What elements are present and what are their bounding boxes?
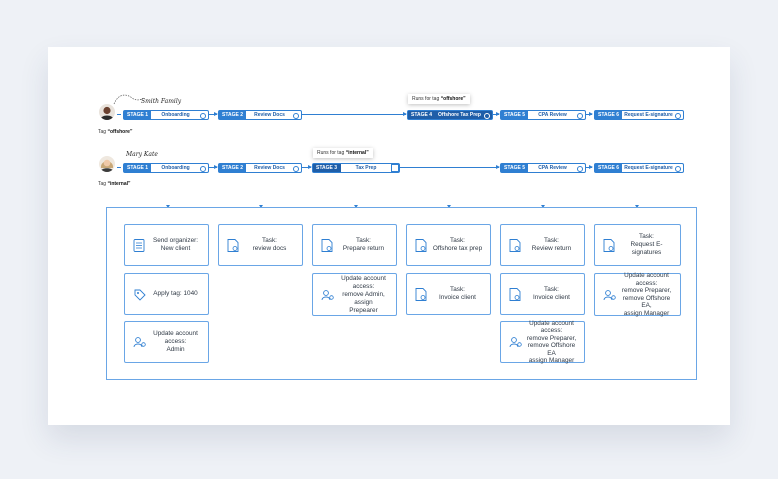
task-card-apply-tag[interactable]: Apply tag: 1040: [124, 273, 209, 315]
task-card-review-return[interactable]: Task: Review return: [500, 224, 585, 266]
stage-settings-icon[interactable]: [675, 113, 681, 119]
document-task-icon: [319, 239, 335, 252]
row2-stage-tax-prep[interactable]: STAGE 3 Tax Prep: [312, 163, 400, 173]
row1-stage-onboarding[interactable]: STAGE 1 Onboarding: [123, 110, 209, 120]
row1-stage-request-e-signature[interactable]: STAGE 6 Request E-signature: [594, 110, 684, 120]
user-access-icon: [319, 289, 335, 301]
tag-label-internal: Tag “internal”: [98, 181, 131, 187]
task-card-review-docs[interactable]: Task: review docs: [218, 224, 303, 266]
avatar-mary-kate: [99, 156, 115, 172]
diagram-card: Smith Family Tag “offshore” STAGE 1 Onbo…: [48, 47, 730, 425]
task-card-invoice-client-2[interactable]: Task: Invoice client: [500, 273, 585, 315]
task-card-invoice-client-1[interactable]: Task: Invoice client: [406, 273, 491, 315]
document-task-icon: [413, 288, 429, 301]
row2-stage-cpa-review[interactable]: STAGE 5 CPA Review: [500, 163, 586, 173]
user-access-icon: [507, 336, 523, 348]
row1-stage-review-docs[interactable]: STAGE 2 Review Docs: [218, 110, 302, 120]
tooltip-runs-offshore: Runs for tag “offshore”: [408, 94, 470, 104]
task-card-update-access-manager-1[interactable]: Update account access: remove Preparer, …: [500, 321, 585, 363]
row2-stage-review-docs[interactable]: STAGE 2 Review Docs: [218, 163, 302, 173]
stage-settings-icon[interactable]: [577, 113, 583, 119]
document-task-icon: [507, 288, 523, 301]
task-card-update-access-preparer[interactable]: Update account access: remove Admin, ass…: [312, 273, 397, 316]
signature-curl-icon: [112, 92, 146, 106]
stage-settings-icon[interactable]: [293, 113, 299, 119]
tag-label-offshore: Tag “offshore”: [98, 129, 132, 135]
stage-settings-icon[interactable]: [577, 166, 583, 172]
stage-settings-icon[interactable]: [200, 113, 206, 119]
task-card-update-access-manager-2[interactable]: Update account access: remove Preparer, …: [594, 273, 681, 316]
client-signature-mary: Mary Kate: [126, 151, 158, 158]
document-task-icon: [225, 239, 241, 252]
document-task-icon: [413, 239, 429, 252]
task-card-update-access-admin[interactable]: Update account access: Admin: [124, 321, 209, 363]
tooltip-runs-internal: Runs for tag “internal”: [313, 148, 373, 158]
document-task-icon: [601, 239, 617, 252]
document-task-icon: [507, 239, 523, 252]
row2-stage-onboarding[interactable]: STAGE 1 Onboarding: [123, 163, 209, 173]
document-list-icon: [131, 239, 147, 252]
row1-stage-cpa-review[interactable]: STAGE 5 CPA Review: [500, 110, 586, 120]
task-card-send-organizer[interactable]: Send organizer: New client: [124, 224, 209, 266]
client-signature-smith: Smith Family: [141, 98, 181, 105]
stage-settings-icon[interactable]: [200, 166, 206, 172]
stage-settings-icon[interactable]: [675, 166, 681, 172]
tag-icon: [131, 288, 147, 301]
stage-settings-icon[interactable]: [391, 164, 399, 172]
user-access-icon: [601, 289, 617, 301]
row1-stage-offshore-tax-prep[interactable]: STAGE 4 Offshore Tax Prep: [407, 110, 493, 120]
row2-stage-request-e-signature[interactable]: STAGE 6 Request E-signature: [594, 163, 684, 173]
task-card-request-e-signatures[interactable]: Task: Request E-signatures: [594, 224, 681, 266]
stage-settings-icon[interactable]: [484, 113, 490, 119]
avatar-smith-family: [99, 104, 115, 120]
task-card-prepare-return[interactable]: Task: Prepare return: [312, 224, 397, 266]
user-access-icon: [131, 336, 147, 348]
task-card-offshore-tax-prep[interactable]: Task: Offshore tax prep: [406, 224, 491, 266]
stage-settings-icon[interactable]: [293, 166, 299, 172]
